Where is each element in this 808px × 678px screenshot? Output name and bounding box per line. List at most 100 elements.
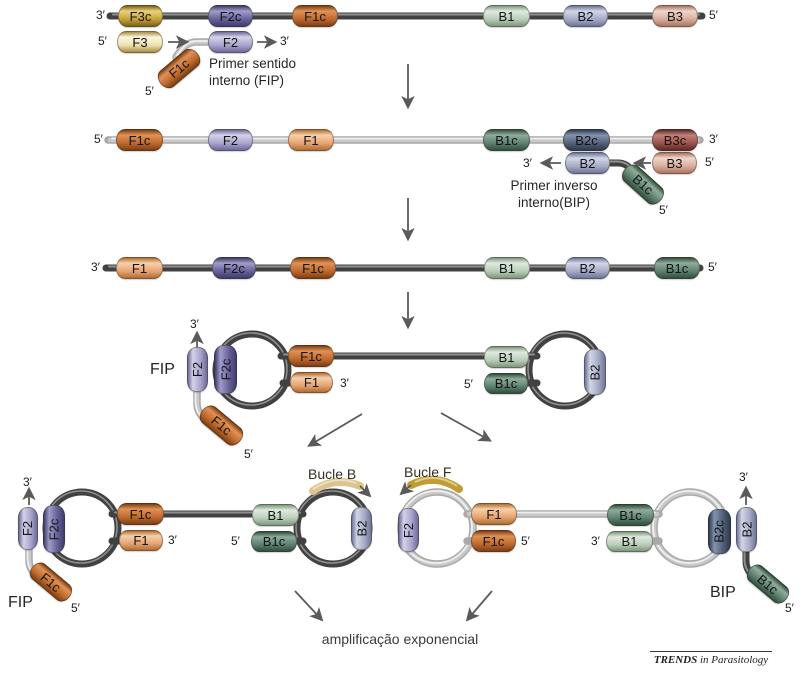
dumbbell-b1c-5prime: 5′ — [464, 377, 473, 391]
fip-caption-line1: Primer sentido — [209, 56, 297, 71]
row3-right-end: 5′ — [708, 260, 717, 274]
bip-caption-line2: interno(BIP) — [517, 194, 591, 210]
segment-b2: B2 — [563, 5, 608, 27]
segment-f1c-3: F1c — [290, 257, 336, 279]
segment-b3: B3 — [652, 5, 698, 27]
segment-f1-2: F1 — [288, 129, 334, 151]
fip-f3-5prime: 5′ — [98, 34, 107, 48]
br-f2: F2 — [398, 508, 419, 552]
br-b2-3prime: 3′ — [739, 470, 748, 484]
br-b2: B2 — [736, 507, 757, 552]
dumbbell-f2-label: F2 — [189, 361, 205, 378]
br-b2c-label: B2c — [712, 520, 727, 543]
bl-f1c-top: F1c — [117, 503, 164, 525]
dumbbell-b1-top: B1 — [484, 346, 529, 368]
bl-b2: B2 — [351, 507, 372, 550]
dumbbell-fip-label: FIP — [150, 361, 175, 378]
br-b1-bottom: B1 — [606, 531, 653, 552]
fip-arm-5prime: 5′ — [145, 84, 154, 98]
dumbbell-arm-5prime: 5′ — [244, 447, 253, 461]
bucle-f-arc — [399, 475, 463, 496]
row3-left-end: 3′ — [91, 260, 100, 274]
row2-right-end: 3′ — [709, 132, 718, 146]
dumbbell-f2: F2 — [187, 347, 208, 392]
segment-b1c-3: B1c — [654, 257, 700, 279]
dumbbell-f1-3prime: 3′ — [340, 376, 349, 390]
primer-f3: F3 — [117, 31, 163, 53]
segment-b3c-2: B3c — [652, 129, 698, 151]
dumbbell-f2c: F2c — [214, 345, 237, 394]
bl-3prime: 3′ — [23, 475, 32, 489]
arrow-converge-right — [465, 590, 493, 622]
dumbbell-loops — [212, 330, 605, 410]
segment-b2c-2: B2c — [563, 129, 610, 151]
bip-b2-3prime: 3′ — [523, 156, 532, 170]
br-f1c-5prime: 5′ — [521, 534, 530, 548]
segment-b1-3: B1 — [484, 257, 530, 279]
segment-f1c: F1c — [292, 5, 338, 27]
bl-f1-3prime: 3′ — [168, 533, 177, 547]
segment-f1-3: F1 — [116, 257, 163, 279]
bottom-left-loops — [42, 488, 373, 568]
bip-caption-line1: Primer inverso — [510, 178, 598, 193]
segment-b2-3: B2 — [565, 257, 610, 279]
segment-b1c-2: B1c — [483, 129, 530, 151]
arrow-branch-right — [440, 412, 492, 442]
bip-arm-5prime: 5′ — [659, 203, 668, 217]
bl-b1c-bottom: B1c — [251, 531, 297, 552]
br-f1-top: F1 — [471, 503, 517, 525]
dumbbell-f1c-top: F1c — [288, 345, 334, 367]
primer-b2: B2 — [565, 152, 610, 174]
dumbbell-f2c-label: F2c — [218, 358, 234, 381]
bl-f2c: F2c — [43, 505, 65, 553]
primer-f2: F2 — [208, 31, 253, 53]
bottom-right-loops — [397, 488, 730, 568]
dumbbell-b2-label: B2 — [587, 364, 603, 380]
br-f2-label: F2 — [400, 522, 416, 538]
dumbbell-f1-bottom: F1 — [290, 372, 333, 393]
bl-f2c-label: F2c — [46, 518, 62, 540]
fip-caption-line2: interno (FIP) — [209, 72, 285, 88]
row2-left-end: 5′ — [94, 132, 103, 146]
primer-b3: B3 — [652, 152, 697, 174]
bucle-b-arc — [309, 478, 372, 498]
br-f1c-bottom: F1c — [471, 530, 516, 552]
br-bip-label: BIP — [710, 584, 736, 601]
br-b1-3prime: 3′ — [591, 534, 600, 548]
journal-suffix: in Parasitology — [697, 654, 769, 666]
exponential-amplification-label: amplificação exponencial — [321, 631, 479, 647]
strand-row1 — [106, 12, 706, 20]
bl-f2-label: F2 — [20, 520, 36, 537]
dumbbell-b1c-bottom: B1c — [484, 373, 528, 394]
journal-credit: TRENDS in Parasitology — [650, 651, 772, 666]
strand-row3 — [102, 264, 704, 272]
segment-f1c-2: F1c — [116, 129, 163, 151]
bucle-f-label: Bucle F — [404, 464, 452, 480]
br-b2-label: B2 — [739, 521, 754, 538]
bl-b1c-5prime: 5′ — [231, 534, 240, 548]
fip-f2-3prime: 3′ — [280, 34, 289, 48]
bl-b1-top: B1 — [252, 504, 299, 526]
dumbbell-b2: B2 — [584, 349, 606, 395]
segment-f3c: F3c — [118, 5, 163, 27]
journal-name: TRENDS — [653, 654, 698, 666]
segment-f2c-3: F2c — [212, 257, 256, 279]
bl-f2: F2 — [18, 507, 38, 550]
bip-b3-5prime: 5′ — [705, 155, 714, 169]
bucle-b-label: Bucle B — [308, 466, 357, 482]
strand-row2 — [104, 136, 704, 144]
bl-fip-label: FIP — [8, 594, 33, 611]
segment-b1: B1 — [483, 5, 530, 27]
br-b1c-top: B1c — [607, 504, 654, 526]
segment-f2-2: F2 — [208, 129, 253, 151]
segment-f2c: F2c — [208, 5, 253, 27]
row1-right-end: 5′ — [709, 8, 718, 22]
br-arm-5prime: 5′ — [785, 601, 794, 615]
bl-arm-5prime: 5′ — [71, 601, 80, 615]
bl-b2-label: B2 — [354, 520, 369, 537]
bl-f1-bottom: F1 — [119, 530, 163, 551]
fip-caption: Primer sentido interno (FIP) — [209, 56, 296, 90]
arrow-branch-left — [307, 413, 363, 447]
